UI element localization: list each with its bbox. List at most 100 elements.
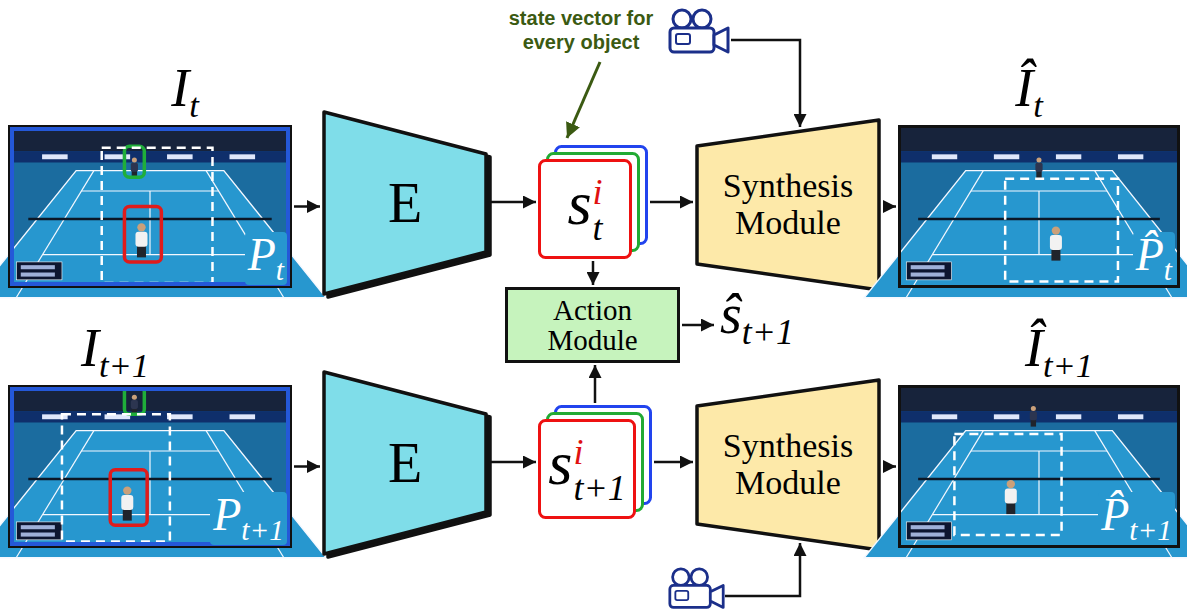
encoder-text-area: E xyxy=(322,370,488,556)
encoder-trapezoid xyxy=(324,112,486,294)
court-line xyxy=(1038,451,1039,515)
scoreboard-row xyxy=(21,533,55,537)
crop-subscript: t xyxy=(1164,254,1172,286)
camera-reel xyxy=(691,569,708,586)
frame-symbol: Î xyxy=(1025,318,1043,378)
frame-symbol: I xyxy=(81,318,99,378)
input-frame: It+1Pt+1 xyxy=(8,385,292,548)
encoder-label: E xyxy=(388,175,422,231)
frame-subscript: t+1 xyxy=(1043,346,1093,384)
crop-symbol: P xyxy=(248,229,276,280)
player-body xyxy=(1050,235,1062,250)
synthesis-block: Synthesis Module xyxy=(695,378,881,552)
object-box xyxy=(124,207,161,262)
crop-label: Pt xyxy=(245,232,287,285)
state-card-text: sit xyxy=(538,159,632,259)
state-indices: it xyxy=(593,174,603,246)
state-indices: it+1 xyxy=(573,434,625,506)
crop-symbol: P̂ xyxy=(1136,229,1164,280)
object-box xyxy=(124,146,144,177)
synthesis-text-area: Synthesis Module xyxy=(695,118,881,292)
player-legs xyxy=(137,245,146,257)
crop-subscript: t+1 xyxy=(1129,514,1172,546)
flow-arrow xyxy=(490,461,536,464)
camera-wire xyxy=(731,40,800,127)
input-frame: ItPt xyxy=(8,125,292,288)
ad-board xyxy=(8,411,292,422)
ad-logo xyxy=(230,414,256,419)
frame-border xyxy=(900,127,1179,287)
flow-arrow xyxy=(294,205,320,208)
court-line xyxy=(906,171,983,298)
scoreboard-row xyxy=(911,533,945,537)
ad-logo xyxy=(1056,154,1081,159)
time-index: t+1 xyxy=(573,470,625,506)
action-text-area: Action Module xyxy=(505,287,680,363)
state-vector-stack: sit+1 xyxy=(538,405,652,519)
court-net xyxy=(918,218,1160,220)
synthesis-block: Synthesis Module xyxy=(695,118,881,292)
scoreboard-row xyxy=(21,273,55,277)
ad-logo xyxy=(230,154,256,159)
state-card xyxy=(540,421,635,518)
camera-reel xyxy=(673,10,691,28)
frame-heading: It+1 xyxy=(0,321,257,383)
crop-label: Pt+1 xyxy=(210,492,287,545)
output-frame: ÎtP̂t xyxy=(898,125,1180,288)
encoder-text-area: E xyxy=(322,110,488,296)
object-index: i xyxy=(573,434,583,470)
ad-logo xyxy=(994,414,1019,419)
encoder-block: E xyxy=(322,370,488,556)
prediction-subscript: t+1 xyxy=(742,312,794,352)
camera-wire xyxy=(725,543,800,596)
prediction-arrow xyxy=(682,324,714,327)
scoreboard-row xyxy=(21,265,55,269)
camera-body xyxy=(670,28,714,52)
ad-logo xyxy=(42,154,68,159)
scoreboard-row xyxy=(911,273,945,277)
camera-icon xyxy=(670,569,723,608)
ad-board xyxy=(8,151,292,162)
crop-label: P̂t+1 xyxy=(1098,492,1175,545)
frame-border xyxy=(9,126,291,287)
ad-logo xyxy=(1118,414,1143,419)
flow-arrow xyxy=(490,201,536,204)
court-net xyxy=(28,218,271,220)
object-index: i xyxy=(593,174,603,210)
state-vector-stack: sit xyxy=(538,145,648,259)
frame-heading: Ît xyxy=(888,61,1170,123)
crop-symbol: P xyxy=(213,489,241,540)
scoreboard xyxy=(17,522,62,540)
annotation-leader xyxy=(567,62,600,138)
camera-window xyxy=(1005,179,1118,282)
camera-lens xyxy=(714,28,728,52)
camera-window xyxy=(62,414,170,541)
player-body xyxy=(131,400,138,409)
court-line xyxy=(149,191,150,255)
crop-subscript: t+1 xyxy=(241,514,284,546)
flow-arrow xyxy=(294,465,320,468)
frame-subscript: t xyxy=(189,86,199,124)
player-body xyxy=(121,495,133,510)
module-label: Synthesis Module xyxy=(713,168,863,241)
player-head xyxy=(132,395,137,400)
synthesis-text-area: Synthesis Module xyxy=(695,378,881,552)
court-line xyxy=(16,171,94,298)
player-body xyxy=(1035,163,1042,172)
frame-heading: Ît+1 xyxy=(918,321,1187,383)
camera-window xyxy=(954,434,1061,535)
frame-symbol: I xyxy=(171,58,189,118)
frame-subscript: t+1 xyxy=(99,346,149,384)
encoder-block: E xyxy=(322,110,488,296)
player-body xyxy=(1005,489,1017,504)
flow-arrow xyxy=(592,261,595,285)
encoder-trapezoid xyxy=(324,372,486,554)
player-body xyxy=(131,163,138,172)
camera-body xyxy=(670,585,710,607)
object-box xyxy=(110,470,147,525)
encoder-label: E xyxy=(388,435,422,491)
camera-reel xyxy=(693,10,711,28)
crop-label: P̂t xyxy=(1133,232,1175,285)
